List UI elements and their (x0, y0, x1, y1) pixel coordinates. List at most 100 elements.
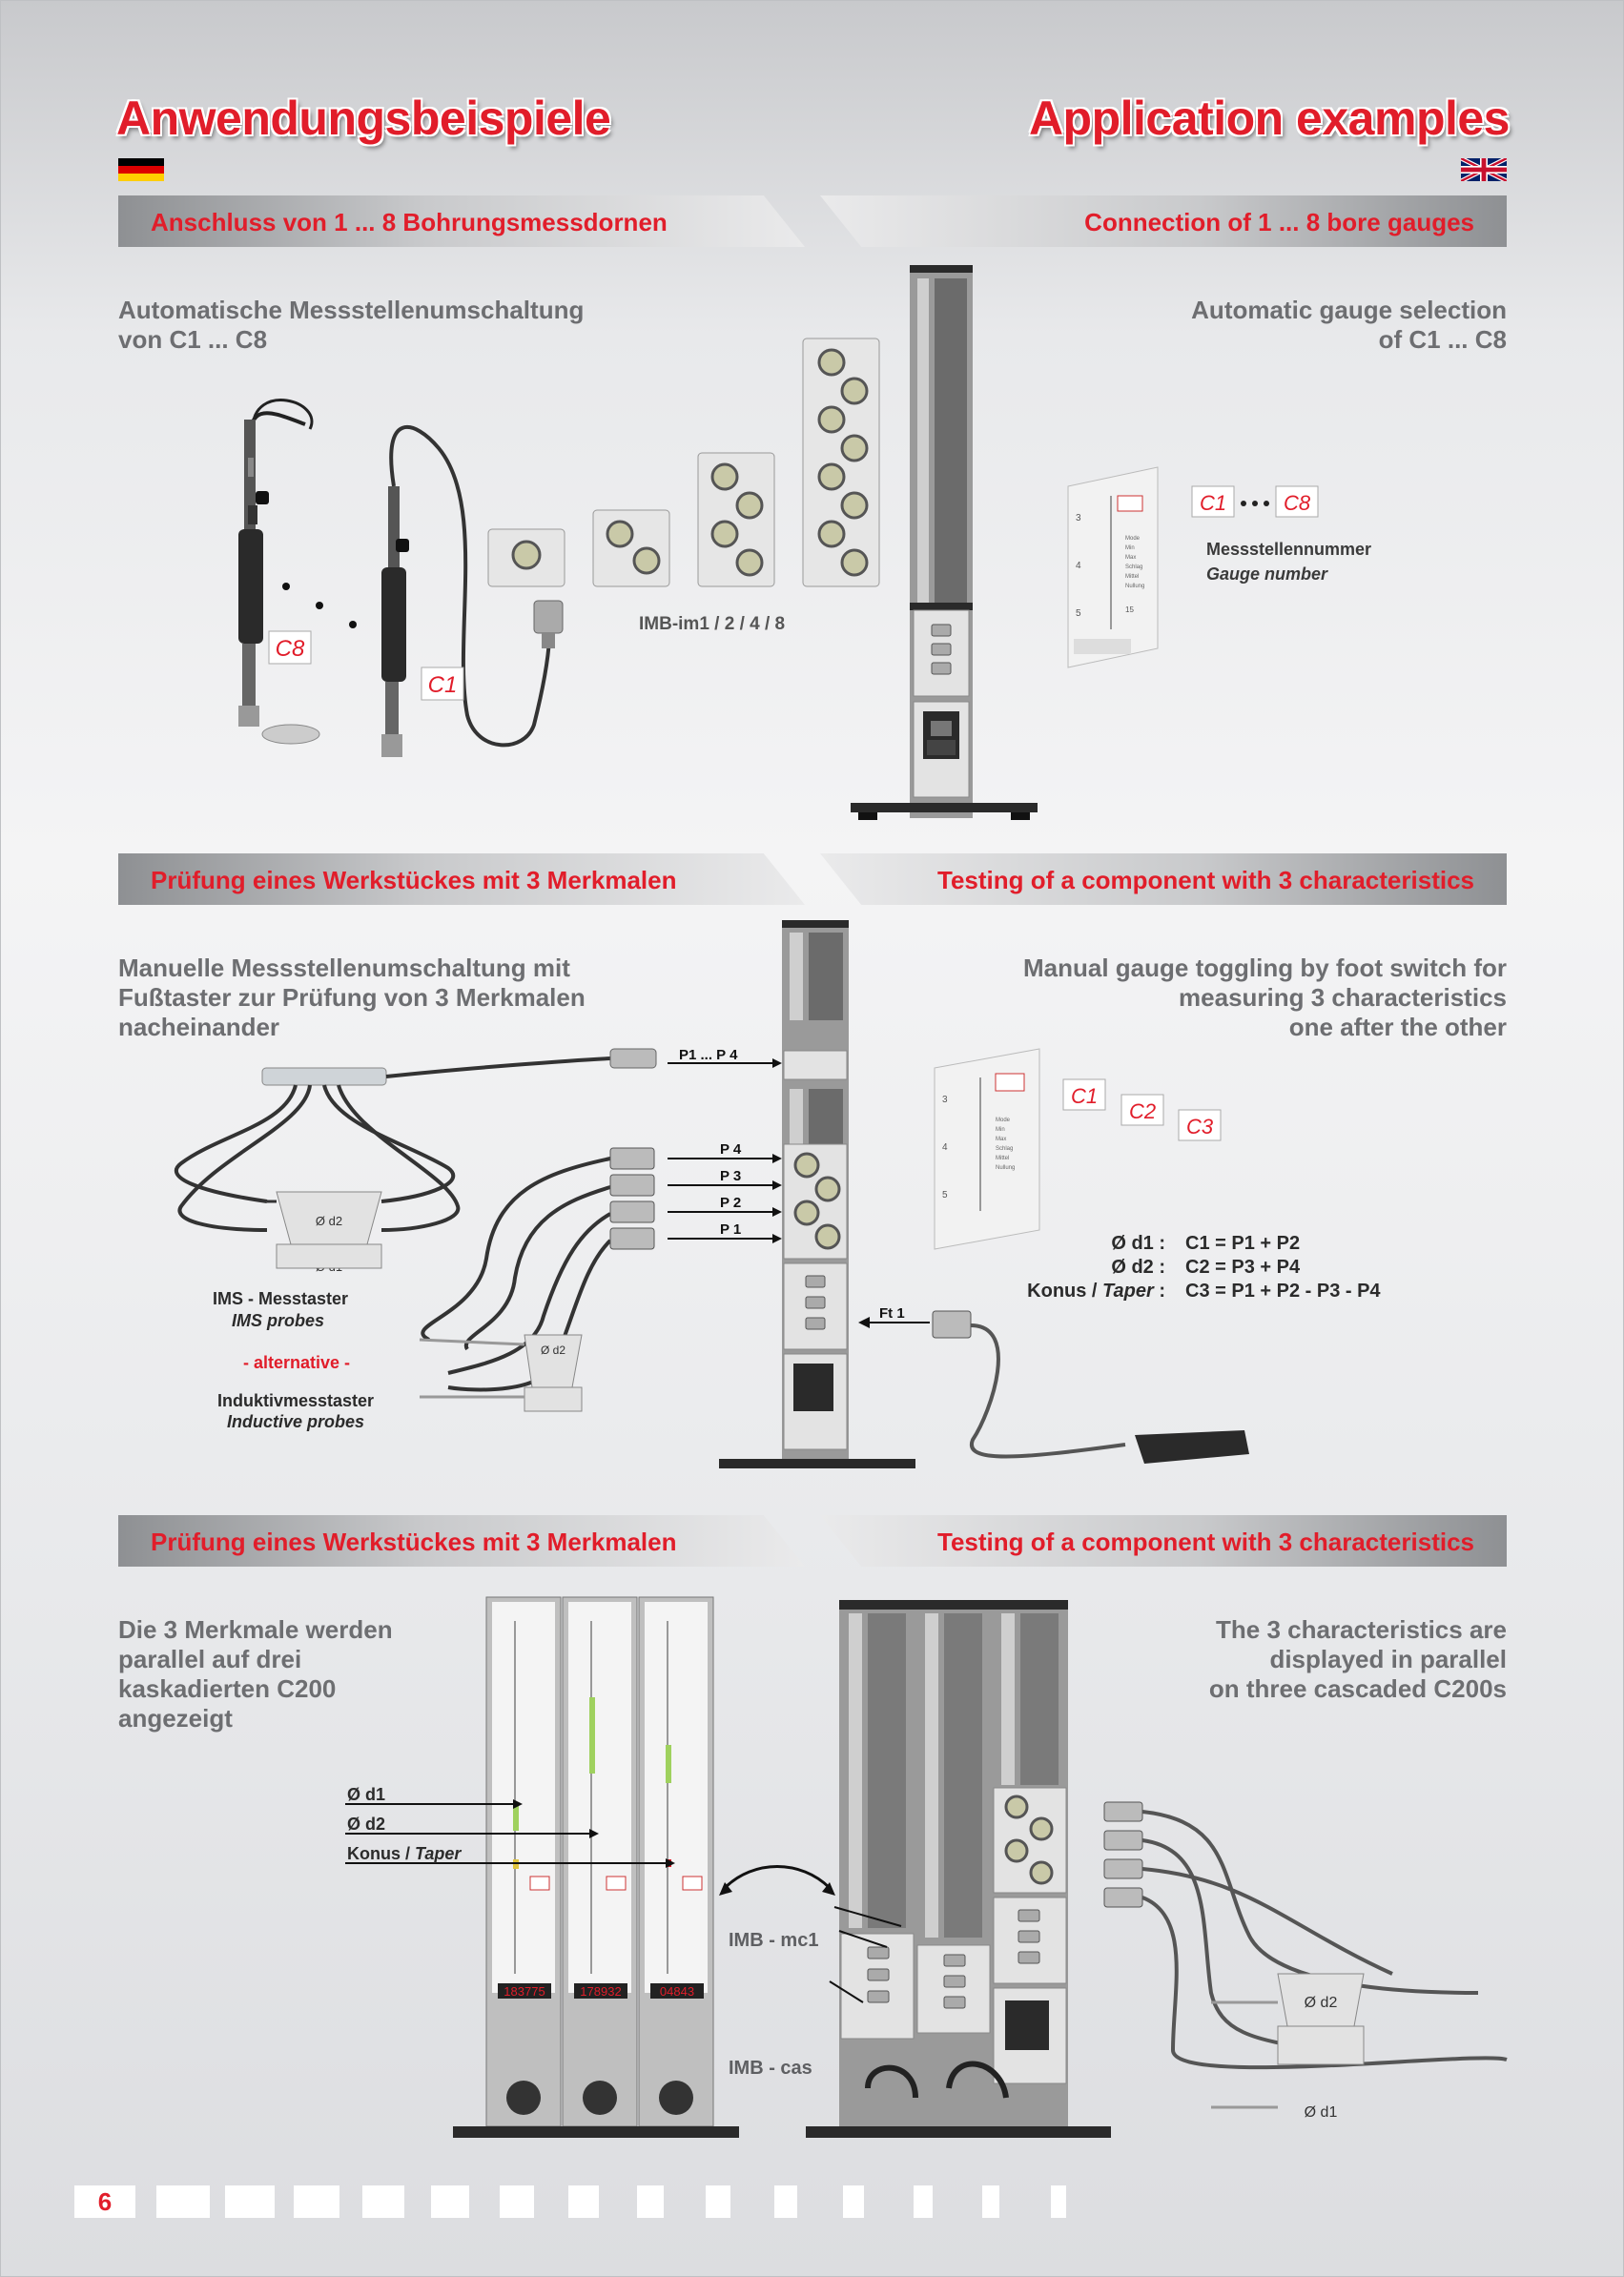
imb-cas-label: IMB - cas (729, 2058, 812, 2079)
label-konus-taper: Konus / Taper (347, 1844, 462, 1863)
footer-box-10 (774, 2185, 797, 2218)
footer-box-6 (500, 2185, 534, 2218)
formula-labels: Ø d1 : Ø d2 : Konus / Taper : (1003, 1232, 1165, 1303)
page-number: 6 (74, 2185, 135, 2218)
section3-block-d2: Ø d2 (1305, 1995, 1338, 2011)
readout-3: 04843 (660, 1984, 694, 1999)
section3-heading-en: Testing of a component with 3 characteri… (937, 1528, 1474, 1556)
section1-band-right: Connection of 1 ... 8 bore gauges (820, 195, 1507, 247)
alternative-label: - alternative - (243, 1353, 351, 1372)
footer-box-3 (294, 2185, 339, 2218)
bore-gauge-probe-c1 (381, 425, 551, 757)
ims-block-d2: Ø d2 (316, 1214, 342, 1228)
label-d1: Ø d1 (347, 1785, 386, 1804)
inductive-probes-de: Induktivmesstaster (217, 1391, 375, 1410)
svg-text:Mode: Mode (996, 1118, 1011, 1123)
bore-gauge-probe-c8 (238, 399, 320, 745)
port-p1: P 1 (720, 1221, 741, 1238)
svg-text:Nullung: Nullung (1125, 584, 1144, 589)
section2-text-de: Manuelle Messstellenumschaltung mit Fußt… (118, 954, 586, 1041)
section2-heading-en: Testing of a component with 3 characteri… (937, 866, 1474, 894)
gauge-number-en: Gauge number (1206, 564, 1328, 584)
svg-text:Max: Max (1125, 555, 1136, 561)
imb-im1-module (487, 528, 565, 587)
footer-box-8 (637, 2185, 664, 2218)
formula-label-d2: Ø d2 : (1111, 1257, 1165, 1278)
port-p4: P 4 (720, 1141, 742, 1158)
imb-module-label: IMB-im1 / 2 / 4 / 8 (639, 614, 785, 634)
display-c1: C1 (428, 672, 458, 698)
imb-mc1-label: IMB - mc1 (729, 1930, 819, 1951)
c200-front-column-2: 178932 (562, 1596, 638, 2127)
section3-text-en: The 3 characteristics are displayed in p… (1208, 1615, 1507, 1703)
svg-text:Nullung: Nullung (996, 1165, 1015, 1171)
display-range-end: C8 (1284, 491, 1311, 515)
ims-probes-en: IMS probes (232, 1311, 325, 1330)
formula-label-d1: Ø d1 : (1111, 1233, 1165, 1254)
svg-text:Min: Min (1125, 545, 1135, 551)
label-d2: Ø d2 (347, 1815, 386, 1834)
section3-band-right: Testing of a component with 3 characteri… (820, 1515, 1507, 1567)
footer-box-1 (156, 2185, 210, 2218)
c200-rear-columns (806, 1600, 1111, 2138)
formula-value-c2: C2 = P3 + P4 (1185, 1257, 1301, 1278)
page-title-de: Anwendungsbeispiele (116, 92, 611, 145)
formula-values: C1 = P1 + P2 C2 = P3 + P4 C3 = P1 + P2 -… (1185, 1232, 1381, 1303)
svg-text:Mittel: Mittel (996, 1156, 1009, 1161)
section3-illustration: 183775 178932 04843 (345, 1596, 1508, 2138)
svg-text:Min: Min (996, 1127, 1005, 1133)
footer-box-14 (1051, 2185, 1066, 2218)
gauge-number-de: Messstellennummer (1206, 540, 1372, 559)
readout-2: 178932 (580, 1984, 621, 1999)
section1-heading-de: Anschluss von 1 ... 8 Bohrungsmessdornen (151, 208, 668, 236)
page-title-en: Application examples (1028, 92, 1511, 145)
imb-im2-module (592, 509, 670, 587)
imb-im4-module (697, 452, 775, 587)
svg-text:Mittel: Mittel (1125, 574, 1139, 580)
svg-text:3: 3 (942, 1095, 948, 1105)
c200-column (851, 265, 1038, 820)
port-ft1: Ft 1 (879, 1305, 905, 1322)
footer-box-5 (431, 2185, 469, 2218)
display-c2: C2 (1129, 1099, 1156, 1123)
section3-text-de: Die 3 Merkmale werden parallel auf drei … (118, 1615, 393, 1733)
svg-text:5: 5 (942, 1190, 948, 1200)
port-p2: P 2 (720, 1195, 741, 1211)
footer-box-12 (914, 2185, 933, 2218)
section2-band-left: Prüfung eines Werkstückes mit 3 Merkmale… (118, 853, 805, 905)
svg-text:4: 4 (942, 1142, 948, 1153)
footer-box-11 (843, 2185, 864, 2218)
c200-column-section2 (719, 920, 915, 1468)
display-c1-section2: C1 (1071, 1084, 1098, 1108)
section1-illustration: C8 C1 IMB-im1 / 2 / (238, 265, 1038, 820)
section1-band-left: Anschluss von 1 ... 8 Bohrungsmessdornen (118, 195, 805, 247)
c200-front-column-1: 183775 (485, 1596, 562, 2127)
section2-heading-de: Prüfung eines Werkstückes mit 3 Merkmale… (151, 866, 677, 894)
formula-label-taper: Konus / Taper : (1027, 1281, 1165, 1302)
svg-text:3: 3 (1076, 513, 1081, 523)
footer-box-9 (706, 2185, 730, 2218)
section3-band-left: Prüfung eines Werkstückes mit 3 Merkmale… (118, 1515, 805, 1567)
inductive-block-d2: Ø d2 (541, 1344, 565, 1357)
footer-box-13 (982, 2185, 999, 2218)
readout-1: 183775 (504, 1984, 545, 1999)
footer-box-2 (225, 2185, 275, 2218)
footer-box-7 (568, 2185, 599, 2218)
section2-text-en: Manual gauge toggling by foot switch for… (1023, 954, 1507, 1041)
foot-switch (1135, 1430, 1249, 1464)
formula-value-c3: C3 = P1 + P2 - P3 - P4 (1185, 1281, 1381, 1302)
inductive-probes-en: Inductive probes (227, 1412, 365, 1431)
svg-text:Schlag: Schlag (996, 1146, 1013, 1152)
flag-germany-icon (118, 158, 164, 181)
footer-box-4 (362, 2185, 404, 2218)
section3-heading-de: Prüfung eines Werkstückes mit 3 Merkmale… (151, 1528, 677, 1556)
display-c8: C8 (276, 636, 305, 662)
svg-text:Max: Max (996, 1137, 1006, 1142)
port-p3: P 3 (720, 1168, 741, 1184)
ims-probes-de: IMS - Messtaster (213, 1289, 349, 1308)
svg-text:Mode: Mode (1125, 536, 1141, 542)
svg-text:4: 4 (1076, 561, 1081, 571)
section1-heading-en: Connection of 1 ... 8 bore gauges (1084, 208, 1474, 236)
